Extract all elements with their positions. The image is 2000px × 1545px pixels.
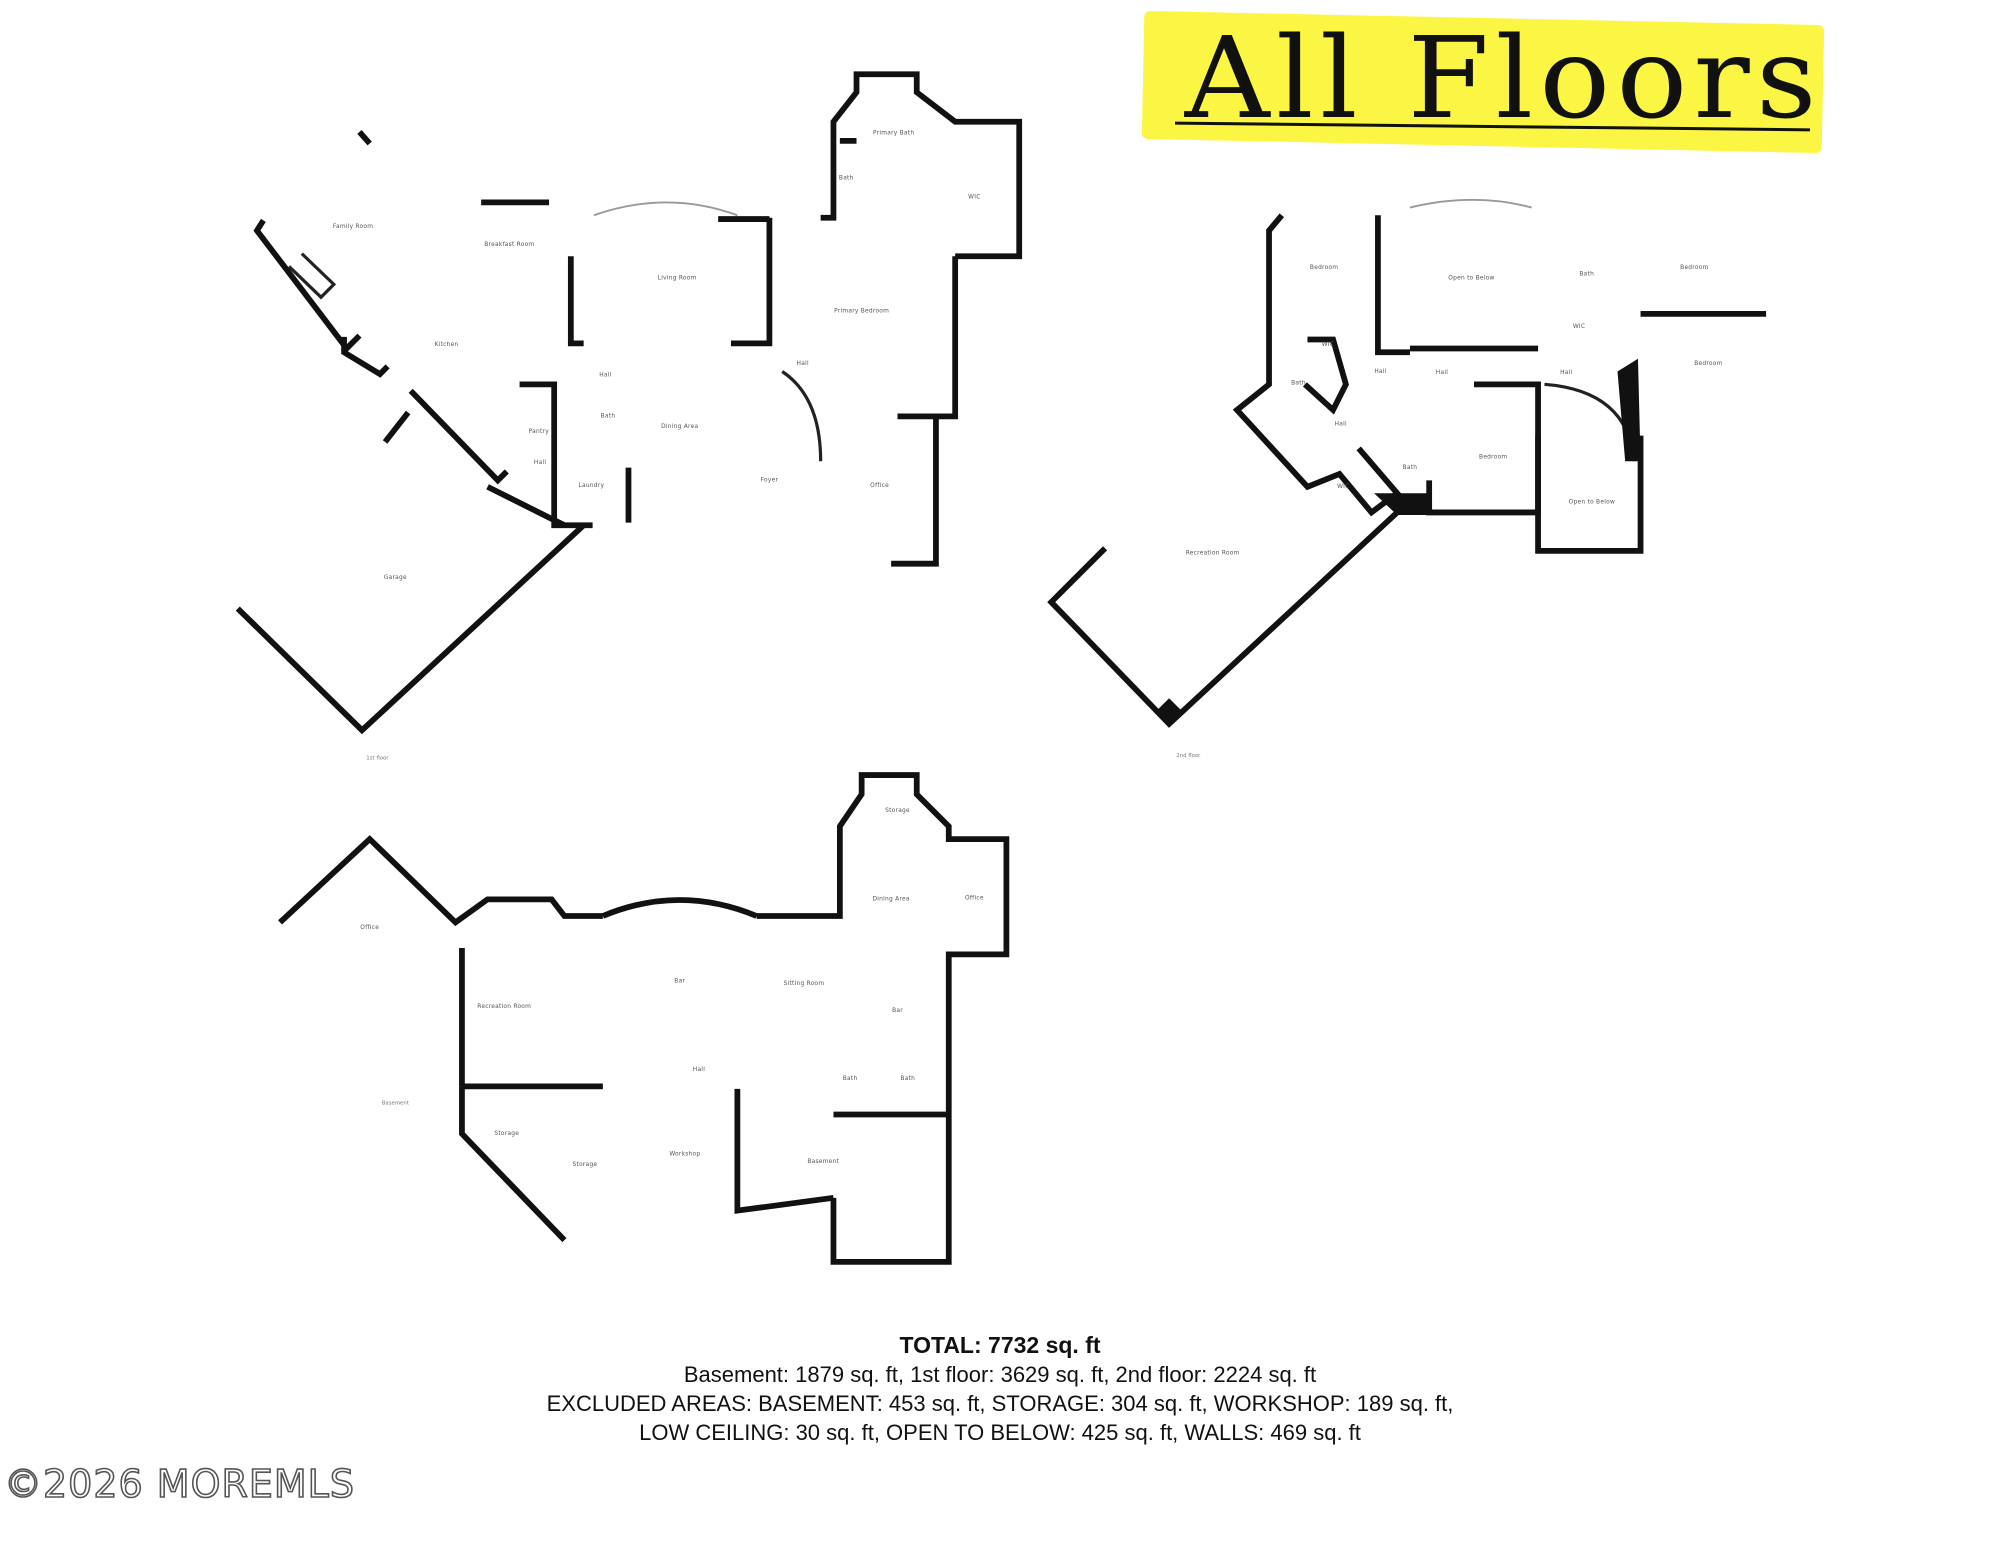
- room-label: Open to Below: [1448, 275, 1494, 281]
- room-label: Hall: [797, 361, 809, 367]
- room-label: Primary Bath: [873, 131, 914, 137]
- floor-breakdown: Basement: 1879 sq. ft, 1st floor: 3629 s…: [683, 1362, 1317, 1387]
- room-label: Open to Below: [1569, 499, 1615, 505]
- room-label: Bath: [843, 1076, 858, 1082]
- room-label: Bath: [900, 1076, 915, 1082]
- room-label: Recreation Room: [1186, 551, 1240, 557]
- room-label: Basement: [807, 1159, 839, 1165]
- room-label: Kitchen: [435, 342, 459, 348]
- excluded-areas-2: LOW CEILING: 30 sq. ft, OPEN TO BELOW: 4…: [639, 1420, 1361, 1445]
- room-label: Laundry: [578, 483, 604, 489]
- room-label: Hall: [1436, 370, 1448, 376]
- room-label: Dining Area: [873, 897, 910, 903]
- basement-plan: [278, 772, 1010, 1265]
- room-label: Bedroom: [1680, 265, 1708, 271]
- floor-label: 1st floor: [366, 756, 389, 762]
- room-label: Hall: [693, 1067, 705, 1073]
- second-floor-plan: [1047, 198, 1767, 728]
- room-label: Office: [360, 925, 379, 931]
- room-label: Bath: [1579, 271, 1594, 277]
- room-label: Garage: [384, 575, 407, 581]
- room-label: Primary Bedroom: [834, 309, 889, 315]
- room-label: WIC: [1337, 484, 1349, 490]
- room-label: Bedroom: [1479, 455, 1507, 461]
- room-label: Foyer: [761, 478, 779, 484]
- room-label: WIC: [1322, 342, 1334, 348]
- room-label: Bath: [1291, 380, 1306, 386]
- excluded-areas-1: EXCLUDED AREAS: BASEMENT: 453 sq. ft, ST…: [546, 1391, 1454, 1416]
- first-floor-plan: [235, 71, 1023, 735]
- room-label: Bath: [1403, 465, 1418, 471]
- basement-room-labels: Storage Office Dining Area Office Recrea…: [360, 808, 984, 1168]
- room-label: Family Room: [333, 224, 373, 230]
- floor-label: 2nd floor: [1176, 753, 1201, 759]
- room-label: Storage: [494, 1131, 519, 1137]
- room-label: Breakfast Room: [484, 242, 534, 248]
- room-label: Storage: [573, 1162, 598, 1168]
- room-label: Living Room: [658, 275, 697, 281]
- room-label: Workshop: [669, 1152, 700, 1158]
- first-floor-room-labels: Family Room Breakfast Room Kitchen Livin…: [333, 131, 980, 762]
- room-label: WIC: [968, 195, 980, 201]
- room-label: Bath: [601, 414, 616, 420]
- room-label: Pantry: [529, 429, 550, 435]
- room-label: WIC: [1573, 324, 1585, 330]
- room-label: Recreation Room: [477, 1004, 531, 1010]
- floor-label: Basement: [382, 1100, 409, 1106]
- room-label: Hall: [1335, 421, 1347, 427]
- room-label: Bedroom: [1694, 361, 1722, 367]
- total-area: TOTAL: 7732 sq. ft: [899, 1332, 1101, 1358]
- room-label: Bar: [892, 1008, 903, 1014]
- watermark: ©2026 MOREMLS: [3, 1461, 355, 1507]
- room-label: Hall: [534, 460, 546, 466]
- room-label: Hall: [1374, 369, 1386, 375]
- second-floor-room-labels: Bedroom Open to Below Bath Bedroom WIC W…: [1176, 265, 1722, 759]
- room-label: Office: [965, 895, 984, 901]
- room-label: Bath: [839, 175, 854, 181]
- room-label: Sitting Room: [784, 981, 825, 987]
- area-summary: TOTAL: 7732 sq. ft Basement: 1879 sq. ft…: [0, 1330, 2000, 1447]
- room-label: Storage: [885, 808, 910, 814]
- room-label: Bar: [674, 979, 685, 985]
- room-label: Hall: [1560, 370, 1572, 376]
- room-label: Office: [870, 483, 889, 489]
- room-label: Dining Area: [661, 424, 698, 430]
- room-label: Hall: [599, 373, 611, 379]
- room-label: Bedroom: [1310, 265, 1338, 271]
